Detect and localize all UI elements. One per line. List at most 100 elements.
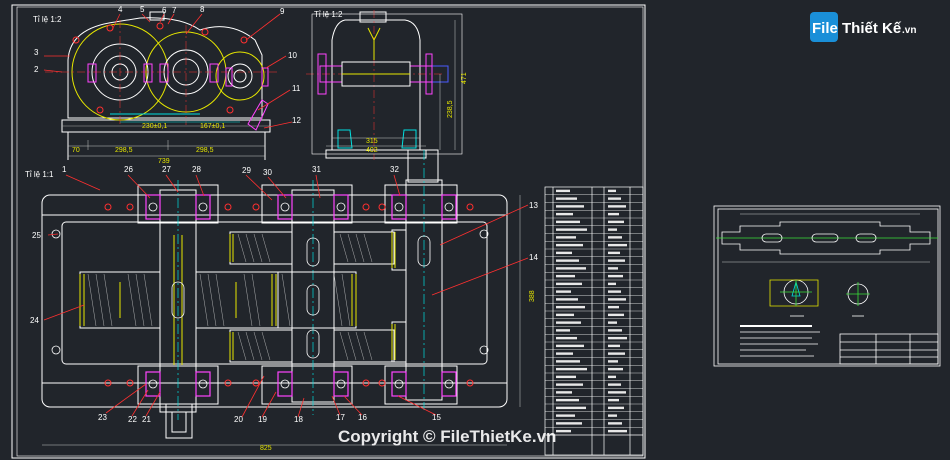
callout-leaders [43, 13, 529, 418]
dim-238-5: 238,5 [447, 100, 454, 118]
parts-list-text-bar [556, 414, 575, 417]
parts-list-text-bar [608, 313, 624, 317]
callout-7: 7 [172, 6, 177, 15]
parts-list-text-bar [556, 321, 581, 324]
parts-list-text-bar [556, 398, 579, 402]
parts-list-text-bar [608, 251, 620, 255]
parts-list-text-bar [556, 344, 584, 348]
dim-471: 471 [461, 72, 468, 84]
parts-list-text-bar [556, 228, 587, 231]
dim-298-5-a: 298,5 [115, 147, 133, 154]
callout-10: 10 [288, 51, 297, 60]
dim-825: 825 [260, 445, 272, 452]
parts-list-text-bar [556, 197, 577, 200]
parts-list-text-bar [556, 251, 572, 255]
parts-list-text-bar [556, 212, 573, 216]
callout-27: 27 [162, 165, 171, 174]
parts-list-text-bar [608, 406, 624, 410]
parts-list-text-bar [556, 220, 580, 224]
front-view-dimensions [68, 121, 265, 157]
parts-list-text-bar [608, 267, 618, 270]
callout-13: 13 [529, 201, 538, 210]
logo-file-text: File [812, 20, 838, 37]
parts-list-text-bar [608, 375, 616, 379]
side-view-dimensions [326, 20, 456, 150]
parts-list-text-bar [556, 383, 583, 386]
parts-list-text-bar [608, 274, 623, 278]
gear-hatch-pattern [87, 233, 373, 361]
callout-17: 17 [336, 413, 345, 422]
callout-24: 24 [30, 316, 39, 325]
parts-list-text-bar [608, 344, 620, 348]
parts-list-text-bar [556, 352, 573, 355]
bearings [145, 194, 457, 397]
shaft-centerlines [177, 150, 425, 420]
parts-list-text-bar [556, 367, 587, 371]
parts-list-text-bar [556, 205, 584, 208]
dim-70: 70 [72, 147, 80, 154]
parts-list-text-bar [608, 352, 625, 355]
parts-list-text-bar [556, 313, 574, 317]
parts-list-text-bar [608, 414, 617, 417]
copyright-watermark: Copyright © FileThietKe.vn [338, 427, 556, 446]
filethietke-logo: File Thiết Kế .vn [810, 12, 916, 42]
parts-list-text-bar [608, 367, 623, 371]
parts-list-text-bar [608, 228, 617, 231]
dim-388: 388 [529, 290, 536, 302]
dim-230: 230±0,1 [142, 123, 167, 130]
parts-list-text-bar [608, 422, 622, 425]
keyways [171, 235, 431, 359]
parts-list-text-bar [608, 290, 621, 293]
callout-22: 22 [128, 415, 137, 424]
parts-list-text-bar [556, 282, 582, 286]
callout-8: 8 [200, 5, 205, 14]
parts-list-text-bar [608, 259, 625, 262]
parts-list-text-bar [556, 290, 571, 293]
parts-list-text-bar [608, 220, 624, 224]
logo-vn-text: .vn [902, 25, 916, 36]
parts-list-text-bar [556, 243, 583, 247]
dim-402: 402 [366, 147, 378, 154]
dowel-pins [51, 229, 489, 355]
parts-list-text-bar [608, 282, 616, 286]
callout-25: 25 [32, 231, 41, 240]
scale-label-main: Tỉ lệ 1:1 [25, 170, 54, 179]
parts-list-text-bar [556, 422, 582, 425]
parts-list-text-bar [608, 321, 617, 324]
callout-23: 23 [98, 413, 107, 422]
parts-list-text-bar [608, 336, 627, 340]
callout-21: 21 [142, 415, 151, 424]
parts-list-text-bar [556, 274, 575, 278]
bearing-balls [148, 202, 454, 389]
parts-list-text-bar [556, 329, 570, 332]
callout-12: 12 [292, 116, 301, 125]
shaft-detail-sheet [713, 205, 941, 367]
callout-18: 18 [294, 415, 303, 424]
callout-30: 30 [263, 168, 272, 177]
parts-list-text-bar [608, 189, 616, 193]
parts-list-text-bar [556, 336, 577, 340]
callout-15: 15 [432, 413, 441, 422]
sheet-frame [11, 4, 646, 459]
parts-list-text-bar [608, 205, 626, 208]
scale-label-top-right: Tỉ lệ 1:2 [314, 10, 343, 19]
parts-list-text-bar [556, 305, 585, 309]
callout-numbers: 1 2 3 4 5 6 7 8 9 10 11 12 13 14 15 16 1… [30, 5, 538, 424]
callout-16: 16 [358, 413, 367, 422]
callout-6: 6 [162, 6, 167, 15]
parts-list-text-bar [608, 429, 627, 433]
parts-list-text-bar [608, 243, 627, 247]
parts-list-text-bar [556, 189, 570, 193]
parts-list-text-bar [608, 391, 626, 394]
side-view-gearbox [306, 10, 463, 160]
bolts [104, 203, 474, 387]
parts-list-text-bar [608, 383, 621, 386]
callout-14: 14 [529, 253, 538, 262]
parts-list-text-bar [608, 197, 621, 200]
parts-list-text-bar [608, 298, 626, 301]
callout-4: 4 [118, 5, 123, 14]
callout-3: 3 [34, 48, 39, 57]
callout-9: 9 [280, 7, 285, 16]
